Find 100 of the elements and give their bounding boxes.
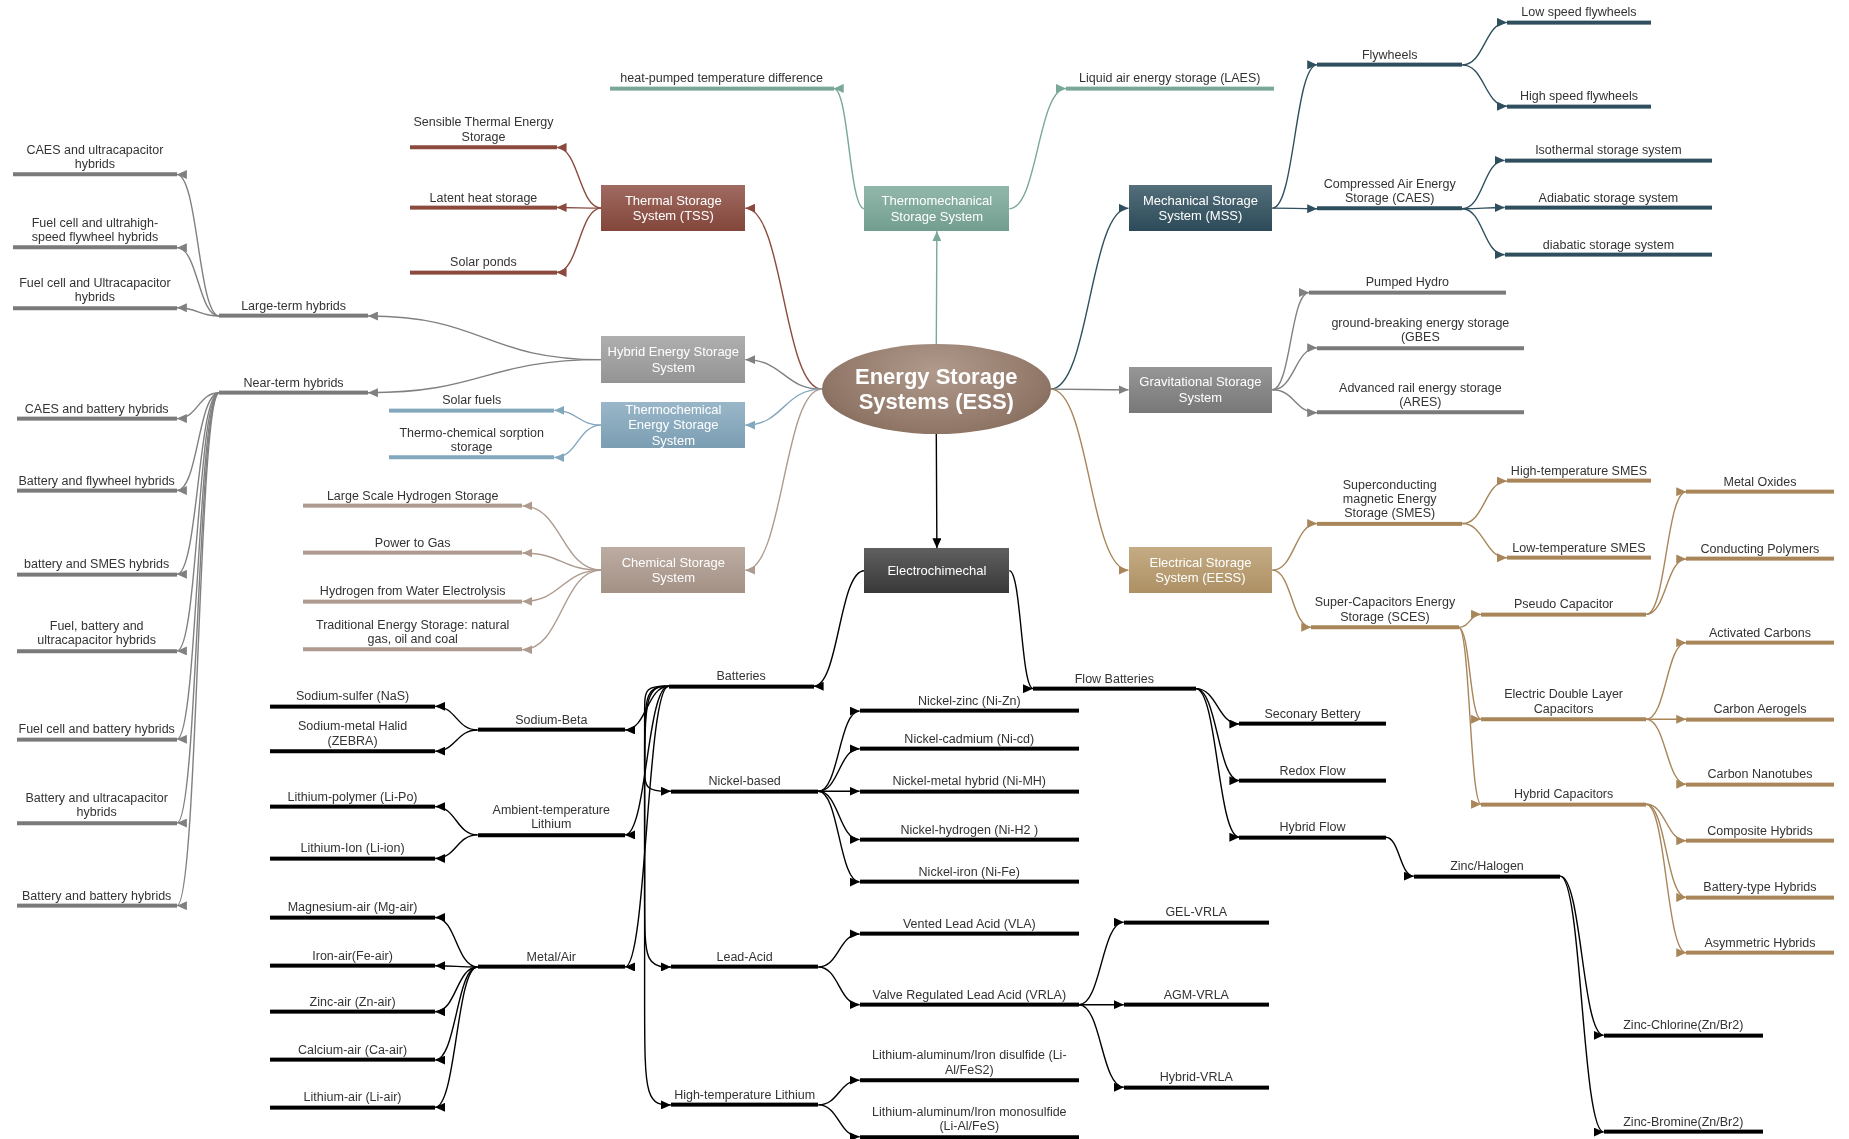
connector-arrow <box>434 834 479 862</box>
topic-label: battery and SMES hybrids <box>16 556 177 577</box>
topic-label: Solar ponds <box>410 255 557 275</box>
topic-label: CAES and battery hybrids <box>16 401 177 421</box>
topic-label: Advanced rail energy storage (ARES) <box>1317 380 1524 415</box>
topic-label: Low-temperature SMES <box>1507 540 1651 560</box>
topic-label: Super-Capacitors Energy Storage (SCES) <box>1311 595 1459 630</box>
connector-arrow <box>1078 1000 1125 1010</box>
connector-arrow <box>643 685 672 972</box>
connector-arrow <box>744 355 823 390</box>
topic-label: Lithium-aluminum/Iron monosulfide (Li-Al/FeS) <box>859 1105 1079 1139</box>
topic-label: Carbon Nanotubes <box>1686 766 1834 787</box>
connector-arrow <box>1271 520 1318 571</box>
connector-arrow <box>1008 570 1034 690</box>
topic-label: Large Scale Hydrogen Storage <box>303 488 523 508</box>
topic-label: Battery and ultracapacitor hybrids <box>16 791 177 826</box>
topic-label: Liquid air energy storage (LAES) <box>1066 71 1274 91</box>
topic-label: High-temperature Lithium <box>670 1087 819 1107</box>
connector-arrow <box>1050 385 1130 395</box>
topic-label: Hybrid Flow <box>1239 819 1386 840</box>
topic-label: Hybrid-VRLA <box>1123 1069 1269 1090</box>
topic-label: Lithium-air (Li-air) <box>270 1089 436 1110</box>
topic-label: AGM-VRLA <box>1123 987 1269 1007</box>
topic-label: Sodium-Beta <box>477 712 625 732</box>
connector-arrow <box>553 406 603 426</box>
topic-label: Redox Flow <box>1239 763 1386 783</box>
topic-label: Magnesium-air (Mg-air) <box>270 900 436 920</box>
topic-label: Valve Regulated Lead Acid (VRLA) <box>859 987 1079 1007</box>
topic-label: Lithium-aluminum/Iron disulfide (Li-Al/FeS2) <box>859 1048 1079 1083</box>
connector-arrow <box>1461 208 1506 258</box>
connector-arrow <box>624 685 670 968</box>
topic-label: Compressed Air Energy Storage (CAES) <box>1317 176 1463 211</box>
topic-label: Pseudo Capacitor <box>1481 597 1647 617</box>
topic-label: Traditional Energy Storage: natural gas, oil and coal <box>303 618 523 652</box>
topic-label: Hybrid Capacitors <box>1481 786 1647 807</box>
central-ellipse: Energy Storage Systems (ESS) <box>821 344 1051 434</box>
topic-label: Sensible Thermal Energy Storage <box>410 115 557 150</box>
topic-label: Lithium-Ion (Li-ion) <box>270 841 436 861</box>
connector-arrow <box>817 966 861 1008</box>
connector-arrow <box>1461 64 1508 109</box>
connector-arrow <box>1008 87 1067 210</box>
connector-arrow <box>817 746 861 792</box>
connector-arrow <box>1384 836 1415 879</box>
topic-label: Nickel-iron (Ni-Fe) <box>859 864 1079 885</box>
topic-label: Low speed flywheels <box>1507 5 1651 25</box>
topic-label: Sodium-metal Halid (ZEBRA) <box>270 719 436 754</box>
topic-label: Nickel-cadmium (Ni-cd) <box>859 731 1079 751</box>
topic-label: High speed flywheels <box>1507 88 1651 109</box>
topic-label: Zinc-Chlorine(Zn/Br2) <box>1603 1017 1763 1038</box>
topic-label: Metal/Air <box>477 949 625 969</box>
topic-label: Hydrogen from Water Electrolysis <box>303 584 523 604</box>
connector-arrow <box>553 424 603 461</box>
connector-arrow <box>1271 569 1312 630</box>
topic-label: Lithium-polymer (Li-Po) <box>270 789 436 809</box>
connector-arrow <box>1559 875 1605 1037</box>
connector-arrow <box>1078 1004 1125 1089</box>
topic-label: Large-term hybrids <box>219 298 368 318</box>
topic-label: Battery and flywheel hybrids <box>16 473 177 493</box>
topic-label: Fuel cell and ultrahigh-speed flywheel hybrids <box>12 215 177 250</box>
connector-arrow <box>643 685 672 796</box>
topic-label: Metal Oxides <box>1686 474 1834 494</box>
topic-label: Zinc-Bromine(Zn/Br2) <box>1603 1114 1763 1135</box>
topic-label: Battery-type Hybrids <box>1686 880 1834 900</box>
topic-label: CAES and ultracapacitor hybrids <box>12 142 177 177</box>
connector-arrow <box>176 303 221 317</box>
topic-label: Thermo-chemical sorption storage <box>389 425 555 460</box>
category-box: Thermochemical Energy Storage System <box>601 402 746 449</box>
category-box: Hybrid Energy Storage System <box>601 336 746 384</box>
topic-label: Fuel cell and battery hybrids <box>16 722 177 742</box>
connector-arrow <box>1458 610 1482 629</box>
category-box: Electrical Storage System (EESS) <box>1128 547 1273 594</box>
category-box: Thermal Storage System (TSS) <box>601 185 746 232</box>
topic-label: High-temperature SMES <box>1507 463 1651 484</box>
topic-label: Nickel-metal hybrid (Ni-MH) <box>859 773 1079 794</box>
topic-label: Lead-Acid <box>670 949 819 969</box>
topic-label: Solar fuels <box>389 393 555 413</box>
topic-label: Nickel-based <box>670 773 819 794</box>
topic-label: Battery and battery hybrids <box>16 888 177 908</box>
connector-arrow <box>1271 291 1310 391</box>
topic-label: Conducting Polymers <box>1686 541 1834 561</box>
connector-arrow <box>932 230 942 346</box>
topic-label: Pumped Hydro <box>1308 275 1506 295</box>
connector-arrow <box>367 358 603 397</box>
topic-label: GEL-VRLA <box>1123 904 1269 925</box>
category-box: Electrochimechal <box>864 548 1010 594</box>
topic-label: Zinc-air (Zn-air) <box>270 994 436 1014</box>
connector-arrow <box>555 207 603 275</box>
topic-label: Carbon Aerogels <box>1686 701 1834 722</box>
connector-arrow <box>1271 389 1318 417</box>
topic-label: Batteries <box>668 668 814 689</box>
topic-label: Adiabatic storage system <box>1504 190 1713 210</box>
topic-label: Vented Lead Acid (VLA) <box>859 916 1079 936</box>
connector-arrow <box>521 569 603 606</box>
topic-label: Ambient-temperature Lithium <box>477 803 625 837</box>
topic-label: Zinc/Halogen <box>1413 858 1561 879</box>
topic-label: Seconary Bettery <box>1239 706 1386 727</box>
category-box: Gravitational Storage System <box>1128 366 1273 413</box>
topic-label: Activated Carbons <box>1686 625 1834 645</box>
topic-label: Isothermal storage system <box>1504 143 1713 163</box>
connector-arrow <box>434 729 479 755</box>
